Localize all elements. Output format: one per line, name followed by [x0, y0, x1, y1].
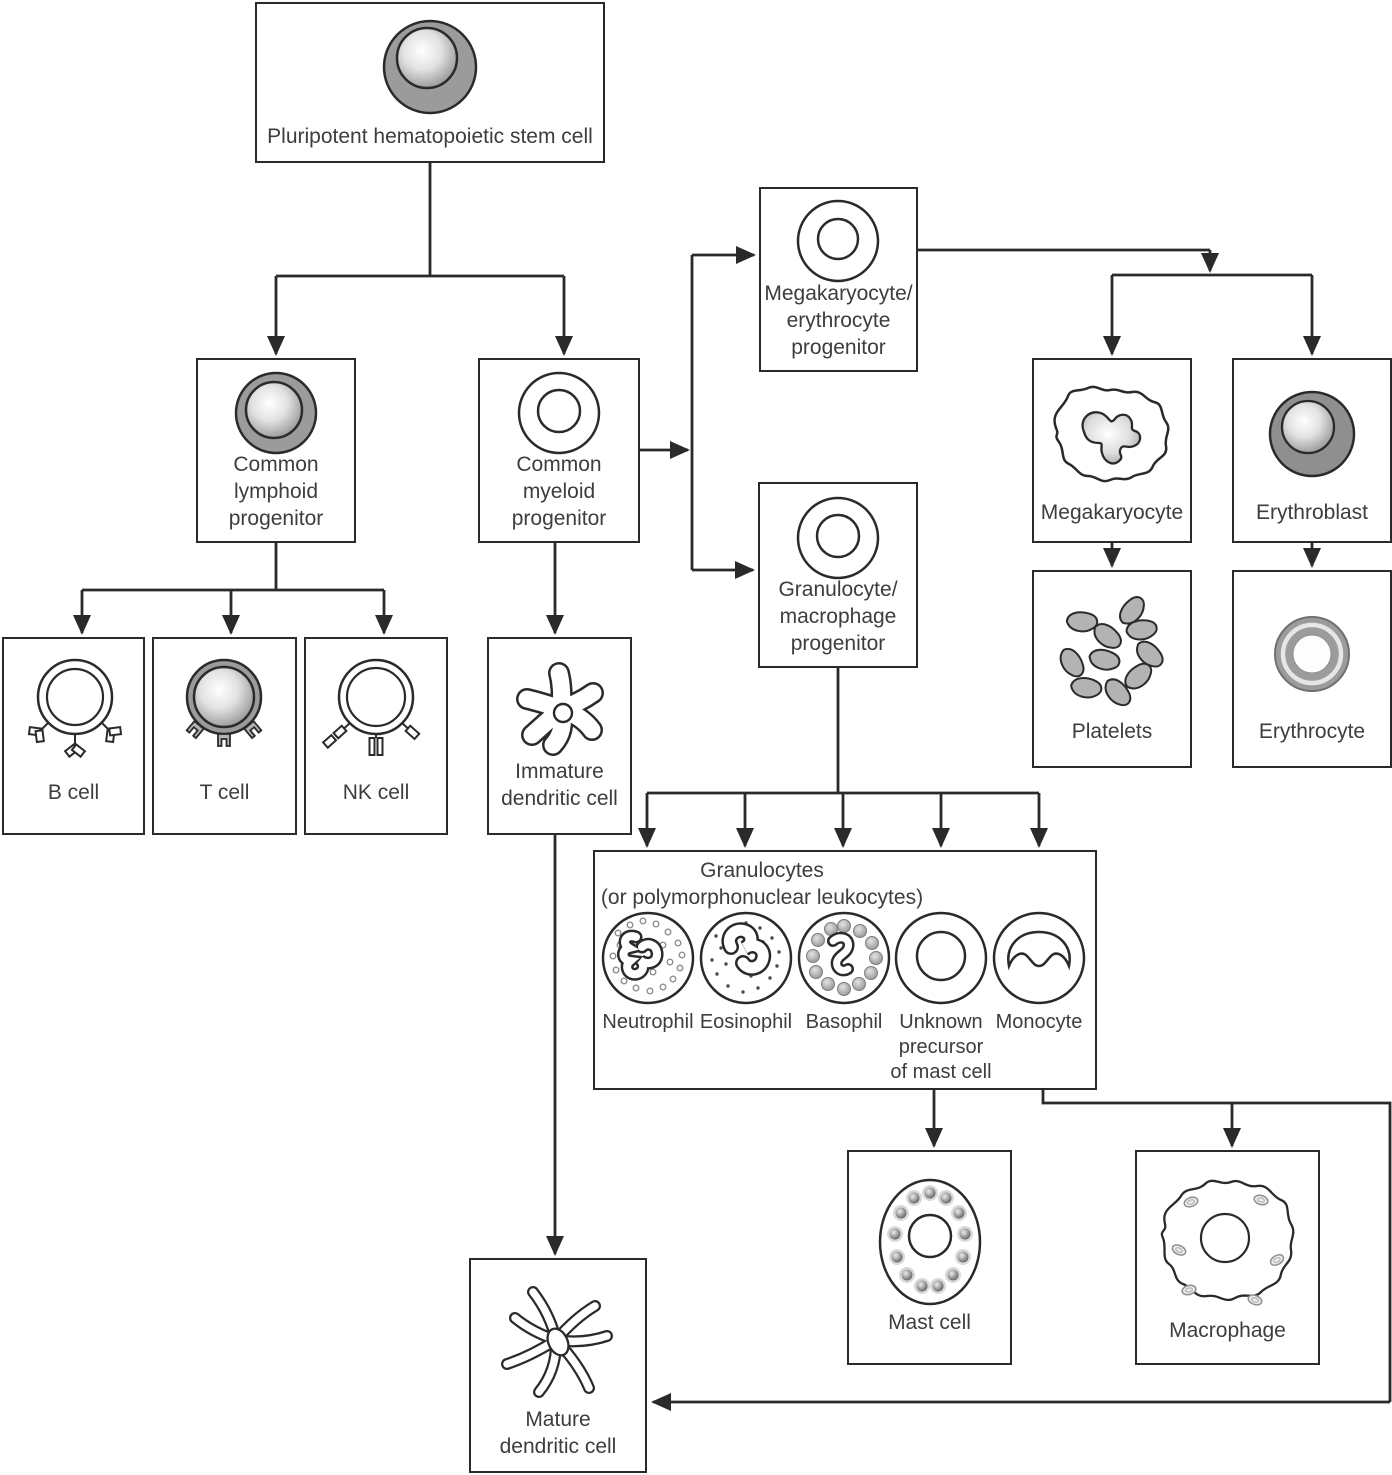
node-erythrocyte: Erythrocyte — [1232, 570, 1392, 768]
basophil-icon — [797, 911, 891, 1005]
gran-mac-progenitor-cell-icon — [796, 496, 880, 580]
granulocytes-title: Granulocytes — [700, 859, 824, 882]
node-mature-dendritic-cell: Mature dendritic cell — [469, 1258, 647, 1473]
node-gran-mac-progenitor: Granulocyte/ macrophage progenitor — [758, 482, 918, 668]
nk-cell-icon — [321, 658, 421, 756]
macrophage-granules — [1171, 1194, 1285, 1306]
node-label: Erythroblast — [1255, 501, 1369, 525]
node-label: Immature dendritic cell — [501, 760, 618, 811]
cell-label-neutrophil: Neutrophil — [602, 1011, 694, 1033]
node-label: Megakaryocyte — [1040, 501, 1184, 525]
cell-label-unknown-precursor: Unknown precursor of mast cell — [890, 1011, 992, 1083]
node-t-cell: T cell — [152, 637, 297, 835]
node-label: Common lymphoid progenitor — [228, 453, 324, 531]
node-stem-cell: Pluripotent hematopoietic stem cell — [255, 2, 605, 163]
connector-stem-split — [276, 163, 564, 278]
immature-dendritic-cell-icon — [516, 662, 604, 756]
connector-lymphoid-split — [82, 543, 384, 592]
node-immature-dendritic-cell: Immature dendritic cell — [487, 637, 632, 835]
mast-cell-icon — [878, 1178, 982, 1306]
erythrocyte-cell-icon — [1274, 616, 1350, 692]
node-b-cell: B cell — [2, 637, 145, 835]
stem-cell-icon — [382, 19, 478, 115]
mast-cell-precursor-icon — [894, 911, 988, 1005]
node-label: Common myeloid progenitor — [511, 453, 607, 531]
node-granulocytes-group: Granulocytes (or polymorphonuclear leuko… — [593, 850, 1097, 1090]
node-nk-cell: NK cell — [304, 637, 448, 835]
neutrophil-icon — [601, 911, 695, 1005]
connector-monocyte-out — [1041, 1090, 1392, 1402]
lymphoid-progenitor-cell-icon — [234, 371, 318, 455]
node-lymphoid-progenitor: Common lymphoid progenitor — [196, 358, 356, 543]
monocyte-icon — [992, 911, 1086, 1005]
node-label: NK cell — [342, 781, 410, 805]
node-label: B cell — [47, 781, 100, 805]
erythroblast-cell-icon — [1268, 390, 1356, 478]
node-erythroblast: Erythroblast — [1232, 358, 1392, 543]
b-cell-icon — [27, 658, 123, 759]
node-label: Erythrocyte — [1258, 720, 1366, 744]
mature-dendritic-cell-icon — [501, 1286, 613, 1398]
node-label: Granulocyte/ macrophage progenitor — [778, 578, 898, 656]
eosinophil-icon — [699, 911, 793, 1005]
node-mega-ery-progenitor: Megakaryocyte/ erythrocyte progenitor — [759, 187, 918, 372]
mega-ery-progenitor-cell-icon — [796, 199, 880, 283]
myeloid-progenitor-cell-icon — [517, 371, 601, 455]
node-label: Mast cell — [888, 1311, 971, 1335]
cell-label-monocyte: Monocyte — [995, 1011, 1083, 1033]
node-platelets: Platelets — [1032, 570, 1192, 768]
granulocytes-subtitle: (or polymorphonuclear leukocytes) — [600, 886, 924, 909]
connector-gran-mac-split — [647, 668, 1039, 795]
node-label: Mature dendritic cell — [499, 1408, 617, 1459]
mast-cell-granules — [887, 1185, 973, 1294]
node-megakaryocyte: Megakaryocyte — [1032, 358, 1192, 543]
megakaryocyte-cell-icon — [1053, 385, 1170, 483]
t-cell-icon — [185, 658, 263, 747]
node-label: Megakaryocyte/ erythrocyte progenitor — [764, 282, 913, 360]
node-label: Pluripotent hematopoietic stem cell — [267, 125, 593, 149]
node-label: T cell — [199, 781, 250, 805]
node-macrophage: Macrophage — [1135, 1150, 1320, 1365]
cell-label-eosinophil: Eosinophil — [699, 1011, 793, 1033]
platelets-icon — [1058, 593, 1167, 711]
cell-label-basophil: Basophil — [805, 1011, 883, 1033]
node-mast-cell: Mast cell — [847, 1150, 1012, 1365]
node-myeloid-progenitor: Common myeloid progenitor — [478, 358, 640, 543]
node-label: Macrophage — [1169, 1319, 1286, 1343]
node-label: Platelets — [1071, 720, 1153, 744]
granulocytes-cells-art — [601, 911, 1086, 1005]
macrophage-cell-icon — [1160, 1179, 1295, 1306]
